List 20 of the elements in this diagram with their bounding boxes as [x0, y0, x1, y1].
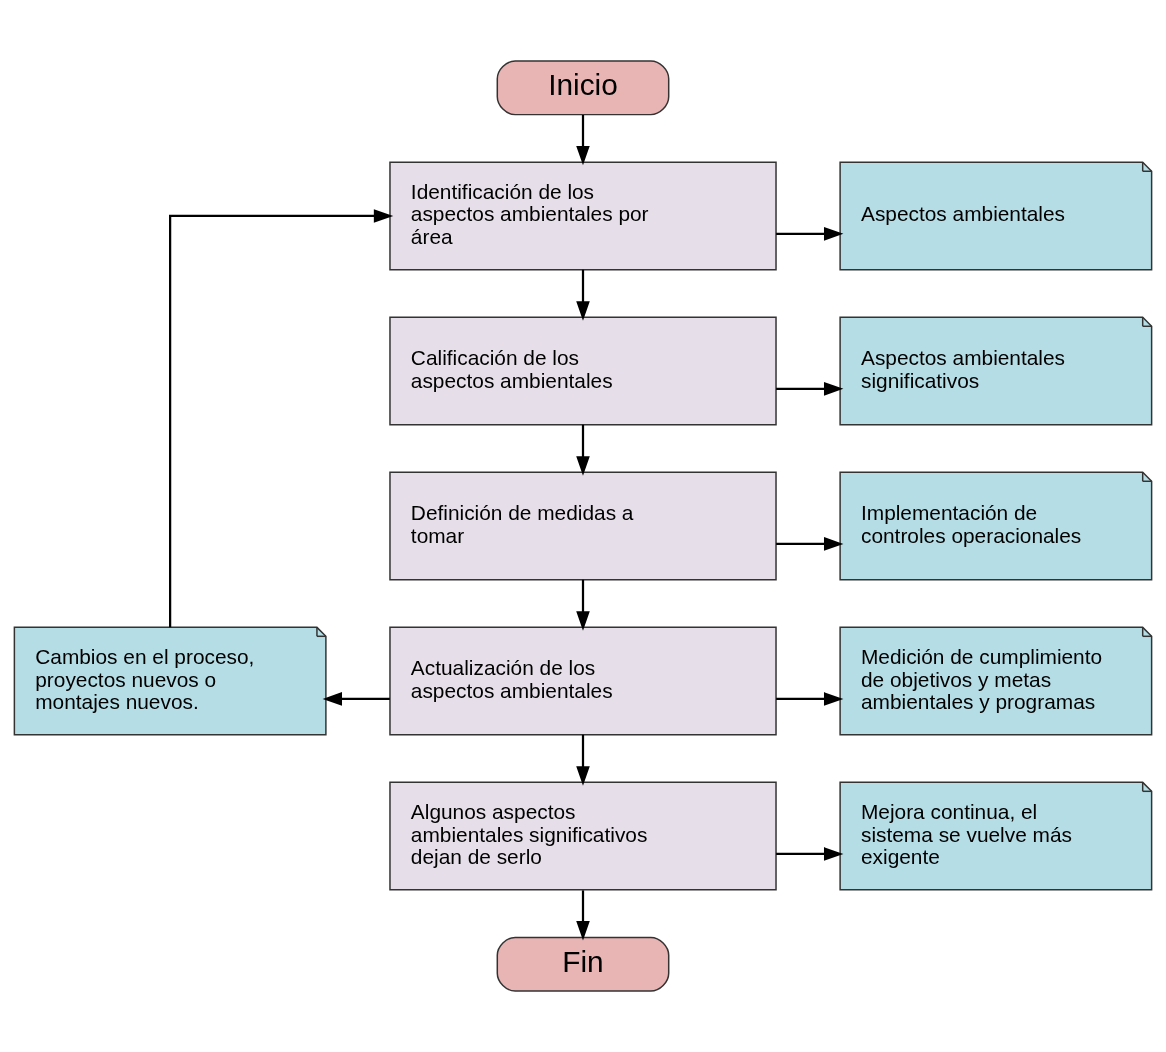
node-box: Definición de medidas a tomar	[389, 471, 777, 581]
arrow	[576, 115, 590, 166]
arrow	[776, 537, 844, 551]
arrow	[576, 890, 590, 941]
arrow	[776, 847, 844, 861]
arrow	[776, 227, 844, 241]
arrow	[776, 382, 844, 396]
node-box: Calificación de los aspectos ambientales	[389, 316, 777, 426]
arrow	[576, 734, 590, 786]
node-box: Inicio	[496, 60, 670, 116]
arrow	[776, 692, 844, 706]
node-box: Fin	[496, 936, 670, 992]
arrow	[169, 209, 394, 628]
arrow	[576, 424, 590, 476]
arrow	[322, 692, 390, 706]
arrow	[576, 269, 590, 321]
node-box: Algunos aspectos ambientales significativos dejan de serlo	[389, 781, 777, 891]
node-box: Actualización de los aspectos ambientales	[389, 626, 777, 736]
arrow	[576, 579, 590, 631]
node-box: Identificación de los aspectos ambientales por área	[389, 161, 777, 271]
